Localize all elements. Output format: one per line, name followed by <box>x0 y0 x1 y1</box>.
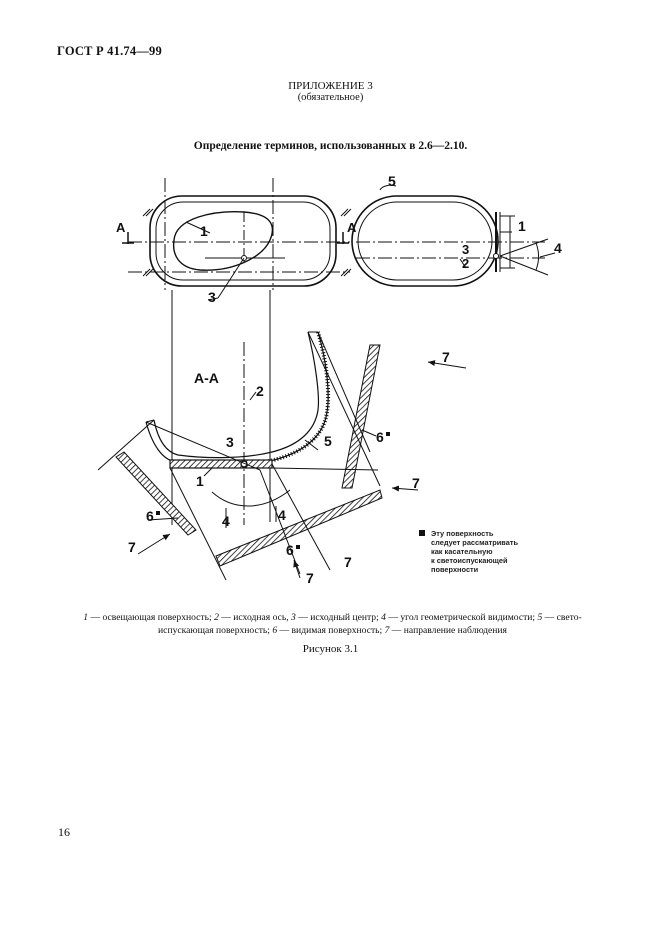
emitting-surface <box>153 331 320 459</box>
illuminating-surface-ellipse <box>172 211 274 271</box>
callout-6-right: 6 <box>376 429 384 445</box>
callout-7-d: 7 <box>344 554 352 570</box>
caption-num: 2 <box>214 612 219 623</box>
note-line: поверхности <box>431 565 479 574</box>
callout-1-right: 1 <box>518 218 526 234</box>
document-header: ГОСТ Р 41.74—99 <box>57 44 162 58</box>
right-lamp-inner <box>357 201 493 281</box>
caption-text: — видимая поверхность; <box>277 625 385 636</box>
visible-surface-right <box>341 344 381 489</box>
figure-note: Эту поверхность следует рассматривать ка… <box>419 529 559 574</box>
caption-num: 5 <box>537 612 543 623</box>
callout-7-b: 7 <box>412 475 420 491</box>
callout-7-e: 7 <box>306 570 314 586</box>
visible-surface-left <box>115 451 197 536</box>
left-lamp-inner <box>155 201 331 281</box>
right-lamp-outer <box>351 195 499 287</box>
page-number: 16 <box>58 825 70 839</box>
figure-label: Рисунок 3.1 <box>302 643 359 655</box>
caption-num: 4 <box>381 612 386 623</box>
note-line: следует рассматривать <box>431 538 519 547</box>
callout-7-c: 7 <box>128 539 136 555</box>
note-line: к светоиспускающей <box>431 556 508 565</box>
caption-num: 6 <box>272 625 278 636</box>
left-lamp-outer <box>149 195 337 287</box>
visible-surface-bottom <box>215 489 383 567</box>
section-mark-right: A <box>347 220 357 235</box>
caption-num: 7 <box>384 625 390 636</box>
callout-3-section: 3 <box>226 434 234 450</box>
appendix-subtitle: (обязательное) <box>297 92 364 103</box>
callout-4-section-left: 4 <box>222 513 230 529</box>
callout-7-a: 7 <box>442 349 450 365</box>
caption-text: — освещающая поверхность; <box>88 612 215 623</box>
note-marker-icon <box>419 530 425 536</box>
appendix-heading: ПРИЛОЖЕНИЕ 3 (обязательное) <box>0 80 661 104</box>
section-label: A-A <box>194 370 219 386</box>
caption-text: — направление наблюдения <box>389 625 507 636</box>
callout-5-top: 5 <box>388 173 396 189</box>
callout-6-bottom: 6 <box>286 542 294 558</box>
callout-2-right: 2 <box>462 256 469 271</box>
callout-4-right: 4 <box>554 240 562 256</box>
caption-text: — исходный центр; <box>295 612 382 623</box>
callout-5-section: 5 <box>324 433 332 449</box>
callout-3-top: 3 <box>208 289 216 305</box>
callout-4-section-right: 4 <box>278 507 286 523</box>
caption-num: 3 <box>291 612 296 623</box>
figure-caption: 1 — освещающая поверхность; 2 — исходная… <box>60 611 605 637</box>
callout-3-right: 3 <box>462 242 469 257</box>
figure-3-1-drawing: A A A-A 1 3 5 1 3 2 4 2 7 5 6 3 1 7 6 4 … <box>97 173 562 586</box>
section-mark-left: A <box>116 220 126 235</box>
callout-2-section: 2 <box>256 383 264 399</box>
caption-text: — свето- <box>542 612 582 623</box>
caption-num: 1 <box>83 612 89 623</box>
callout-1-section: 1 <box>196 473 204 489</box>
caption-text: испускающая поверхность; <box>158 625 273 636</box>
callout-1-top: 1 <box>200 223 208 239</box>
note-line: как касательную <box>431 547 493 556</box>
callout-6-left: 6 <box>146 508 154 524</box>
caption-text: — угол геометрической видимости; <box>385 612 538 623</box>
note-line: Эту поверхность <box>431 529 494 538</box>
section-title: Определение терминов, использованных в 2… <box>193 140 468 152</box>
caption-text: — исходная ось, <box>218 612 292 623</box>
appendix-title: ПРИЛОЖЕНИЕ 3 <box>288 80 373 92</box>
